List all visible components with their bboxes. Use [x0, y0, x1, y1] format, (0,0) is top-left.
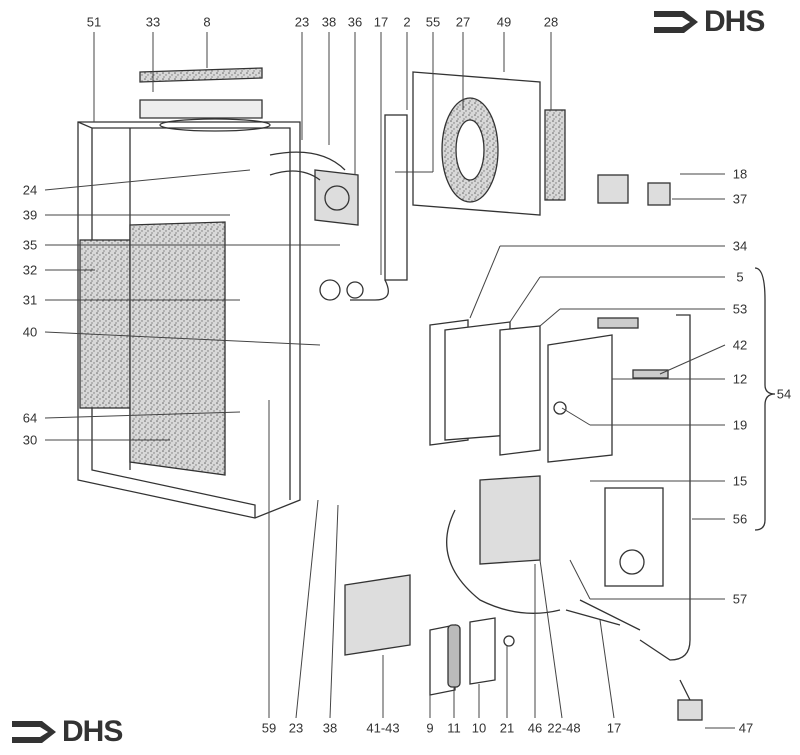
part-number-label: 17: [605, 720, 623, 736]
part-number-label: 36: [346, 14, 364, 30]
part-number-label: 15: [731, 473, 749, 489]
part-number-label: 21: [498, 720, 516, 736]
part-number-label: 18: [731, 166, 749, 182]
part-number-label: 64: [21, 410, 39, 426]
fascia-panel: [604, 487, 664, 587]
part-18: [597, 174, 629, 204]
part-number-label: 23: [293, 14, 311, 30]
part-number-label: 56: [731, 511, 749, 527]
part-number-label: 39: [21, 207, 39, 223]
dhs-logo-top: DHS: [652, 5, 765, 39]
part-number-label: 51: [85, 14, 103, 30]
pcb-53: [499, 325, 541, 456]
part-number-label: 10: [470, 720, 488, 736]
part-number-label: 31: [21, 292, 39, 308]
part-number-label: 46: [526, 720, 544, 736]
box-12: [547, 334, 613, 463]
seal-28: [544, 109, 566, 201]
dhs-logo-bottom: DHS: [10, 715, 123, 749]
part-number-label: 22-48: [546, 720, 582, 736]
part-number-label: 53: [731, 301, 749, 317]
part-number-label: 11: [446, 720, 462, 736]
part-number-label: 27: [454, 14, 472, 30]
part-number-label: 5: [735, 269, 745, 285]
arrow-logo-icon: [12, 721, 56, 743]
part-number-label: 17: [372, 14, 390, 30]
insulation-panel-30: [129, 221, 226, 476]
part-number-label: 42: [731, 337, 749, 353]
part-number-label: 40: [21, 324, 39, 340]
part-number-label: 55: [424, 14, 442, 30]
insulation-panel-32: [79, 239, 131, 409]
part-number-label: 30: [21, 432, 39, 448]
gas-valve-46: [479, 475, 541, 565]
brace-54: [754, 267, 776, 531]
part-number-label: 54: [775, 386, 793, 402]
flue-pipe-55: [384, 114, 408, 281]
part-number-label: 34: [731, 238, 749, 254]
part-number-label: 49: [495, 14, 513, 30]
part-number-label: 32: [21, 262, 39, 278]
part-number-label: 28: [542, 14, 560, 30]
part-number-label: 59: [260, 720, 278, 736]
top-panel-8: [139, 67, 263, 83]
part-number-label: 19: [731, 417, 749, 433]
leader-lines: [44, 32, 735, 729]
part-number-label: 57: [731, 591, 749, 607]
part-number-label: 8: [202, 14, 212, 30]
logo-text: DHS: [704, 5, 765, 38]
part-number-label: 47: [737, 720, 755, 736]
arrow-logo-icon: [654, 11, 698, 33]
part-number-label: 2: [402, 14, 412, 30]
part-number-label: 37: [731, 191, 749, 207]
fan-36: [314, 169, 359, 226]
part-number-label: 41-43: [365, 720, 401, 736]
part-number-label: 24: [21, 182, 39, 198]
part-41-43: [344, 574, 411, 656]
part-number-label: 23: [287, 720, 305, 736]
gasket-33: [139, 99, 263, 119]
part-number-label: 38: [320, 14, 338, 30]
part-number-label: 9: [425, 720, 435, 736]
part-42: [632, 369, 669, 379]
part-number-label: 38: [321, 720, 339, 736]
logo-text: DHS: [62, 715, 123, 748]
part-number-label: 33: [144, 14, 162, 30]
terminal-strip: [597, 317, 639, 329]
part-number-label: 12: [731, 371, 749, 387]
part-number-label: 35: [21, 237, 39, 253]
drain-fitting-47: [677, 699, 703, 721]
part-37: [647, 182, 671, 206]
